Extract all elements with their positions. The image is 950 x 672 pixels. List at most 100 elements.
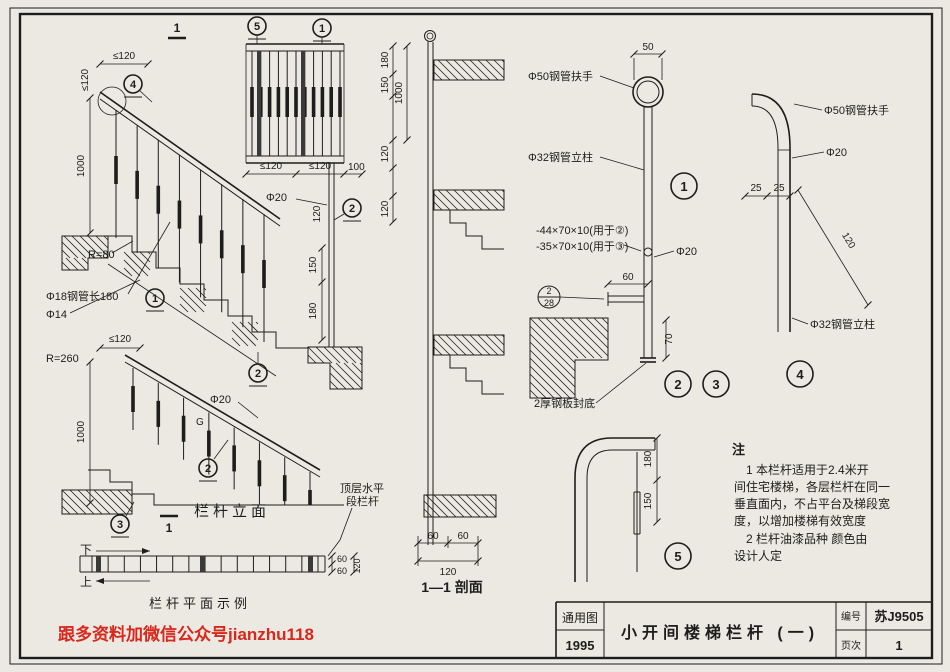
floor-slab [433, 189, 505, 211]
leader-line [793, 103, 823, 111]
dim-50: 50 [642, 42, 654, 53]
floor-slab [433, 59, 505, 81]
note-line: 垂直面内，不占平台及梯段宽 [734, 496, 890, 511]
ref-number: 2 [205, 463, 211, 475]
label-phi18: Φ18钢管长180 [46, 289, 118, 303]
dim-le120-top: ≤120 [113, 51, 136, 62]
dimension-ticks [86, 42, 872, 576]
sheet-frame [9, 7, 943, 665]
flight-soffit [107, 263, 277, 377]
dim-100: 100 [348, 162, 365, 173]
phi20-label: Φ20 [676, 246, 697, 258]
dim-le120-slope: ≤120 [80, 68, 91, 91]
inner-border [18, 12, 934, 660]
ref-number: 1 [319, 23, 325, 35]
dim-60b: 60 [457, 531, 469, 542]
ref-number: 5 [254, 21, 260, 33]
badge-number: 4 [796, 367, 804, 382]
note-line: 1 本栏杆适用于2.4米开 [746, 462, 869, 477]
ref-badge-1: 1 [312, 18, 332, 42]
mid-landing-slab [307, 346, 363, 390]
ground-slab [61, 489, 133, 515]
ref-badge-3: 3 [110, 514, 130, 538]
plan-view: 下 上 60 60 120 顶层水平 段栏杆 栏杆平面示例 [79, 482, 384, 611]
flat-bar-label-3: -35×70×10(用于③) [536, 241, 628, 253]
note-line: 间住宅楼梯，各层栏杆在同一 [734, 479, 890, 494]
sheet-title: 小开间楼梯栏杆 (一) [621, 623, 819, 642]
outer-border [9, 7, 943, 665]
ref-number: 2 [349, 203, 355, 215]
badge-number: 3 [712, 377, 719, 392]
leader-line [623, 244, 642, 252]
dim-le120-land2: ≤120 [309, 161, 332, 172]
dim-le120-land1: ≤120 [260, 161, 283, 172]
detail-badge-5 [664, 542, 692, 570]
label-phi14: Φ14 [46, 309, 67, 321]
detail-callout-circle [97, 86, 127, 116]
leader-line [295, 198, 328, 206]
dim-25a: 25 [750, 183, 762, 194]
leader-line [125, 501, 135, 517]
hatch-group [307, 346, 363, 390]
leader-line [138, 89, 153, 103]
dim-120a: 120 [380, 145, 391, 162]
handrail-label: Φ50钢管扶手 [824, 103, 889, 117]
dim-25b: 25 [773, 183, 785, 194]
detail-ref-num: 2 [546, 286, 551, 296]
handrail-bend-outer [751, 93, 791, 332]
ref-number: 3 [117, 519, 123, 531]
balusters-top-rail [250, 51, 342, 156]
label-up: 上 [80, 575, 92, 589]
detail-badge-4 [786, 360, 814, 388]
handrail-end-inner [586, 449, 655, 582]
detail-1: 2 28 50 Φ50钢管扶手 Φ32钢管立柱 -44×70×10(用于②) -… [528, 42, 730, 410]
label-phi20-lower: Φ20 [210, 394, 231, 406]
bar-joint [643, 247, 653, 257]
ref-badge-4: 4 [123, 74, 143, 98]
leader-line [111, 240, 134, 254]
dim-120c: 120 [440, 567, 457, 578]
note-line: 2 栏杆油漆品种 颜色由 [746, 531, 867, 546]
detail-ref-page: 28 [544, 298, 554, 308]
dim-150: 150 [380, 76, 391, 93]
sheet-type: 通用图 [562, 611, 598, 625]
top-floor-slab [61, 235, 109, 271]
dim-le120-mid: ≤120 [109, 334, 132, 345]
plan-dim-60b: 60 [337, 566, 347, 576]
post-label: Φ32钢管立柱 [528, 150, 593, 164]
leader-line [69, 279, 141, 314]
leader-line [333, 213, 345, 221]
dim-60: 60 [622, 272, 634, 283]
section-steps [434, 209, 504, 250]
dim-180: 180 [380, 51, 391, 68]
dim-180-land: 180 [308, 302, 319, 319]
leader-line [791, 317, 809, 325]
section-view: 180 150 1000 120 120 60 60 120 1—1 剖面 [380, 30, 505, 595]
floor-slab [433, 334, 505, 356]
sheet-year: 1995 [566, 638, 595, 653]
dim-120: 120 [839, 231, 857, 251]
handrail-bend-inner [751, 105, 779, 332]
dim-60a: 60 [427, 531, 439, 542]
plan-dim-60a: 60 [337, 554, 347, 564]
lower-flight-steps [88, 469, 344, 506]
up-arrow-head [96, 578, 104, 584]
label-down: 下 [80, 543, 92, 557]
rail-post [301, 51, 305, 156]
dim-70: 70 [664, 333, 675, 345]
watermark-text: 跟多资料加微信公众号jianzhu118 [58, 624, 314, 644]
phi20-label: Φ20 [826, 147, 847, 159]
plan-post [308, 556, 313, 572]
ref-number: 2 [255, 368, 261, 380]
balusters-upper-flight [114, 110, 266, 342]
code-label: 编号 [841, 610, 861, 623]
plate-label: 2厚钢板封底 [534, 396, 595, 410]
upper-flight-handrail [99, 91, 281, 220]
hatch-group [61, 489, 133, 515]
handrail-section [424, 30, 436, 42]
detail-badge-3 [702, 370, 730, 398]
badge-number: 2 [674, 377, 681, 392]
lower-flight-handrail [124, 354, 321, 471]
hatch-group [423, 59, 505, 518]
